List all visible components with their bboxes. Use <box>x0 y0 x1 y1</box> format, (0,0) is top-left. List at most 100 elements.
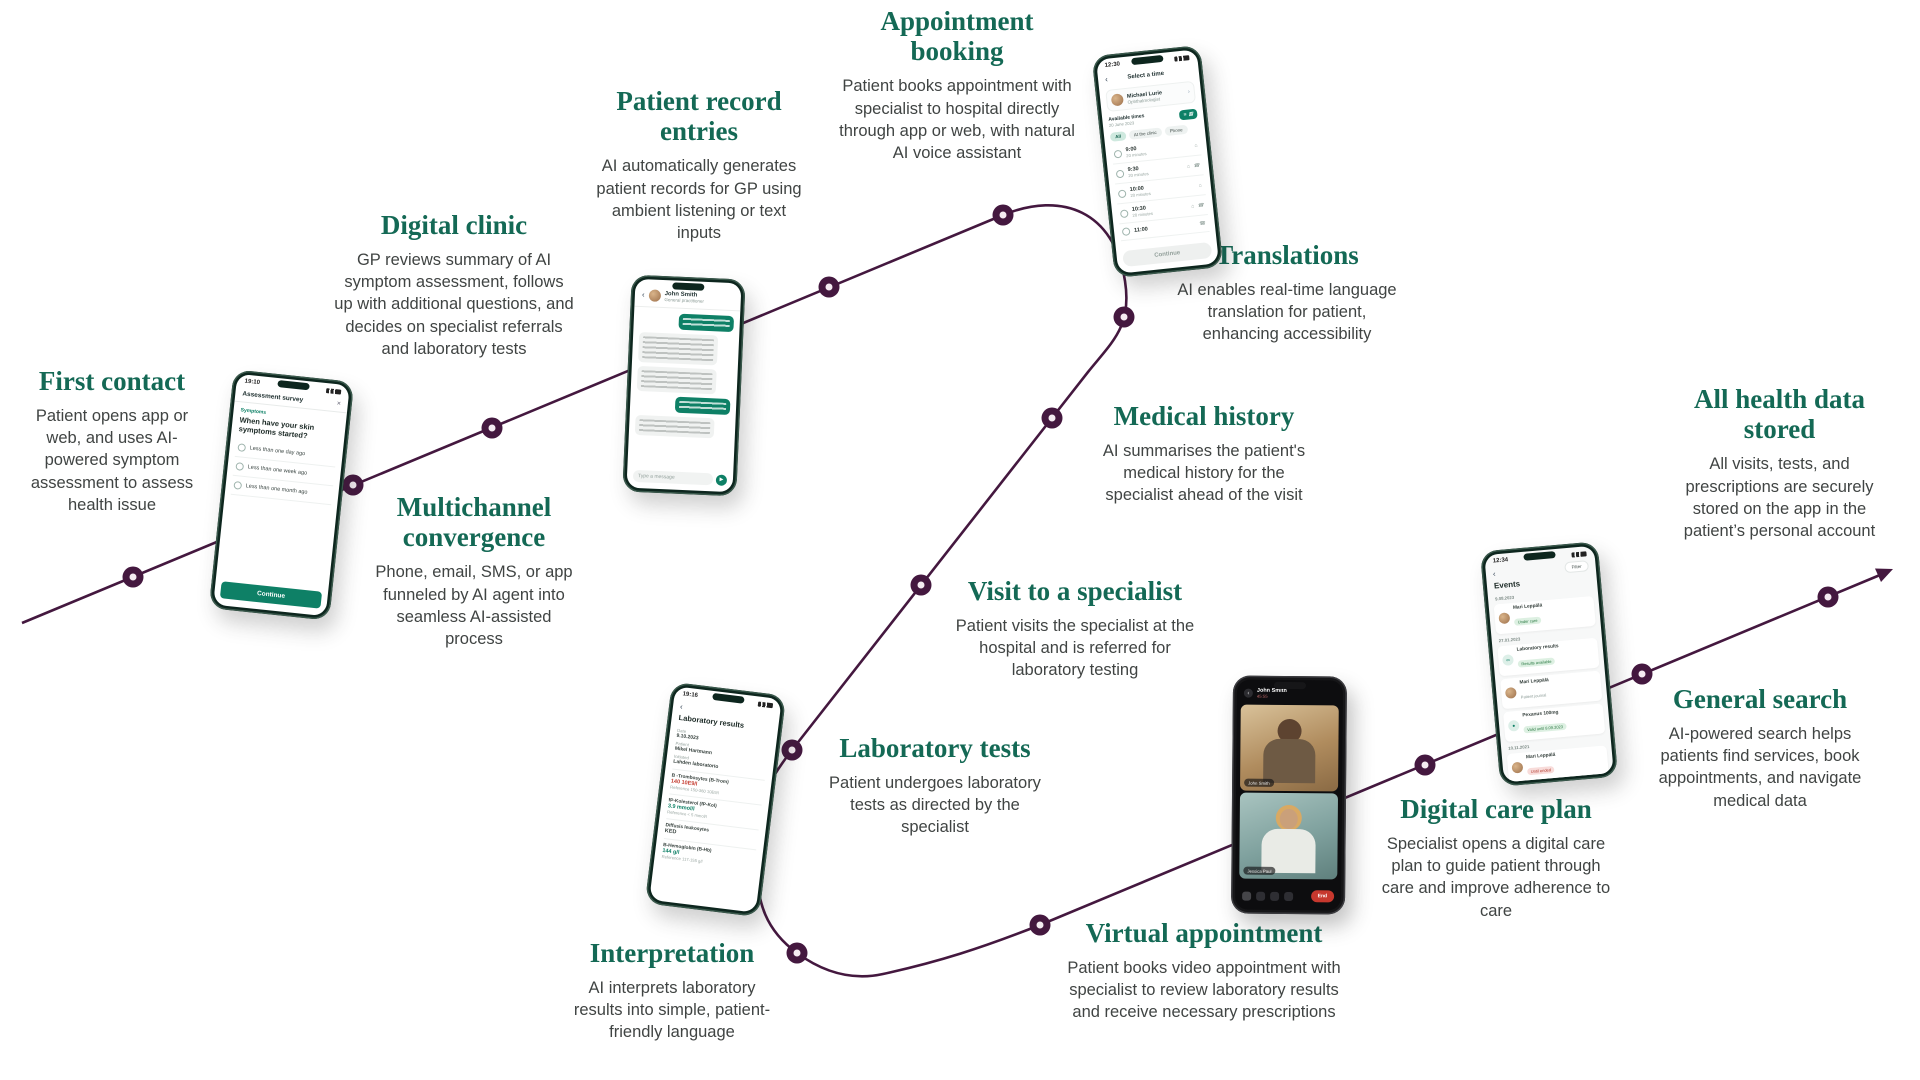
clinic-icon: ⌂ <box>1186 163 1192 170</box>
status-icons <box>1571 550 1587 558</box>
chat-doctor-role: General practitioner <box>664 296 705 304</box>
lab-results-screen: 19:16 ‹ Laboratory results Date 9.10.202… <box>649 686 782 913</box>
chat-bubble-doctor <box>636 365 717 395</box>
stage-title: Patient record entries <box>616 86 782 147</box>
back-icon[interactable]: ‹ <box>1492 568 1496 579</box>
participant-name-tag: John Smith <box>1244 778 1274 787</box>
stage-visit-to-specialist: Visit to a specialist Patient visits the… <box>942 576 1208 682</box>
slot-duration: 20 minutes <box>1132 210 1154 218</box>
add-participant-icon[interactable] <box>1284 891 1294 901</box>
doctor-avatar <box>1110 93 1124 107</box>
stage-laboratory-tests: Laboratory tests Patient undergoes labor… <box>806 733 1064 839</box>
avatar <box>1504 686 1517 699</box>
video-tile-patient: Jessica Paul <box>1239 792 1339 880</box>
view-toggle[interactable]: ≡ ▦ <box>1179 108 1198 120</box>
clinic-icon: ⌂ <box>1198 181 1204 189</box>
events-screen: 12:34 ‹ Filter Events 9.08.2023 Mari Lep… <box>1484 545 1614 783</box>
milestone-dot-first-contact <box>122 566 144 588</box>
radio-icon <box>1119 208 1129 218</box>
stage-title: All health data stored <box>1693 384 1866 445</box>
milestone-dot-specialist-visit <box>910 574 932 596</box>
phone-video-call: ‹ John Smith 45:55 John Smith Jessica Pa… <box>1230 675 1348 915</box>
close-icon[interactable]: × <box>336 400 342 408</box>
stage-multichannel-convergence: Multichannel convergence Phone, email, S… <box>358 492 590 650</box>
booking-screen: 12:30 ‹ Select a time Michael Lurie Opht… <box>1096 49 1219 274</box>
stage-description: Patient visits the specialist at the hos… <box>955 617 1195 680</box>
filter-all[interactable]: All <box>1109 131 1127 142</box>
chat-bubble-doctor <box>634 414 715 439</box>
chevron-right-icon: › <box>1187 89 1191 96</box>
calendar-icon: ▦ <box>1188 110 1194 117</box>
back-icon[interactable]: ‹ <box>641 290 645 300</box>
stage-description: All visits, tests, and prescriptions are… <box>1683 455 1876 540</box>
milestone-dot-multichannel <box>342 474 364 496</box>
milestone-dot-general-search <box>1631 663 1653 685</box>
event-title: Pexanus 100mg <box>1522 710 1559 719</box>
stage-description: Patient undergoes laboratory tests as di… <box>829 774 1041 837</box>
event-title: Mari Leppälä <box>1525 752 1556 761</box>
stage-medical-history: Medical history AI summarises the patien… <box>1078 401 1330 507</box>
slot-duration: 20 minutes <box>1128 171 1149 179</box>
stage-appointment-booking: Appointment booking Patient books appoin… <box>828 6 1086 164</box>
stage-first-contact: First contact Patient opens app or web, … <box>12 366 212 516</box>
milestone-dot-appointment-booking <box>992 204 1014 226</box>
clinic-phone-icons: ⌂ ☎ <box>1187 162 1201 169</box>
phone-gp-chat: ‹ John Smith General practitioner Type a… <box>622 274 746 497</box>
chat-bubble-doctor <box>637 331 719 366</box>
pill-icon: ● <box>1507 719 1520 732</box>
back-icon[interactable]: ‹ <box>1243 688 1253 698</box>
status-icons <box>1174 54 1190 62</box>
end-call-button[interactable]: End <box>1310 890 1335 903</box>
message-input[interactable]: Type a message <box>632 469 714 486</box>
event-title: Mari Leppälä <box>1512 603 1543 611</box>
screen-title: Assessment survey <box>241 390 304 404</box>
filter-at-clinic[interactable]: At the clinic <box>1128 127 1163 140</box>
phone-appointment-booking: 12:30 ‹ Select a time Michael Lurie Opht… <box>1091 44 1224 279</box>
person-silhouette <box>1263 738 1316 784</box>
milestone-dot-patient-records <box>818 276 840 298</box>
radio-icon <box>1113 149 1123 158</box>
stage-description: AI enables real-time language translatio… <box>1177 281 1397 344</box>
radio-icon <box>237 442 247 452</box>
chat-text-placeholder <box>683 317 730 328</box>
stage-title: Laboratory tests <box>839 733 1031 763</box>
stage-description: AI interprets laboratory results into si… <box>573 979 771 1042</box>
answer-option-label: Less than one month ago <box>245 482 308 496</box>
call-timer: 45:55 <box>1256 693 1268 699</box>
journey-arrow-icon <box>1875 568 1893 582</box>
slot-time: 11:00 <box>1133 226 1149 234</box>
status-badge: Under care <box>1513 616 1542 626</box>
filter-phone[interactable]: Phone <box>1164 124 1189 137</box>
doctor-avatar <box>648 289 661 302</box>
phone-symptom-assessment: 19:10 Assessment survey × Symptoms When … <box>208 369 355 621</box>
event-item[interactable]: Mari Leppälä Patient journal <box>1500 670 1603 709</box>
answer-option-label: Less than one day ago <box>249 445 306 457</box>
camera-icon[interactable] <box>1242 891 1252 901</box>
stage-virtual-appointment: Virtual appointment Patient books video … <box>1060 918 1348 1024</box>
status-badge: Until ended <box>1527 765 1555 776</box>
phone-events-care-plan: 12:34 ‹ Filter Events 9.08.2023 Mari Lep… <box>1479 541 1619 787</box>
answer-option-label: Less than one week ago <box>247 464 308 477</box>
status-badge: Valid until 8.09.2023 <box>1523 722 1567 734</box>
stage-description: Patient opens app or web, and uses AI-po… <box>30 407 194 514</box>
chat-bubble-patient <box>678 313 735 333</box>
chat-icon[interactable] <box>1270 891 1280 901</box>
avatar <box>1511 761 1524 774</box>
stage-title: Translations <box>1215 240 1359 270</box>
person-silhouette <box>1279 808 1298 830</box>
link-icon: ∞ <box>1502 654 1514 667</box>
avatar <box>1498 612 1511 625</box>
event-title: Laboratory results <box>1516 644 1559 653</box>
slot-duration: 20 minutes <box>1130 190 1152 199</box>
chat-text-placeholder <box>638 419 711 435</box>
chat-screen: ‹ John Smith General practitioner Type a… <box>626 278 742 493</box>
continue-button[interactable]: Continue <box>1122 241 1213 268</box>
chat-text-placeholder <box>640 370 713 391</box>
stage-title: First contact <box>38 366 186 396</box>
mic-icon[interactable] <box>1256 891 1266 901</box>
continue-button[interactable]: Continue <box>219 581 323 609</box>
send-icon[interactable]: ▶ <box>715 473 728 486</box>
radio-icon <box>1121 227 1131 237</box>
milestone-dot-interpretation <box>786 942 808 964</box>
clinic-icon: ⌂ <box>1194 142 1199 149</box>
